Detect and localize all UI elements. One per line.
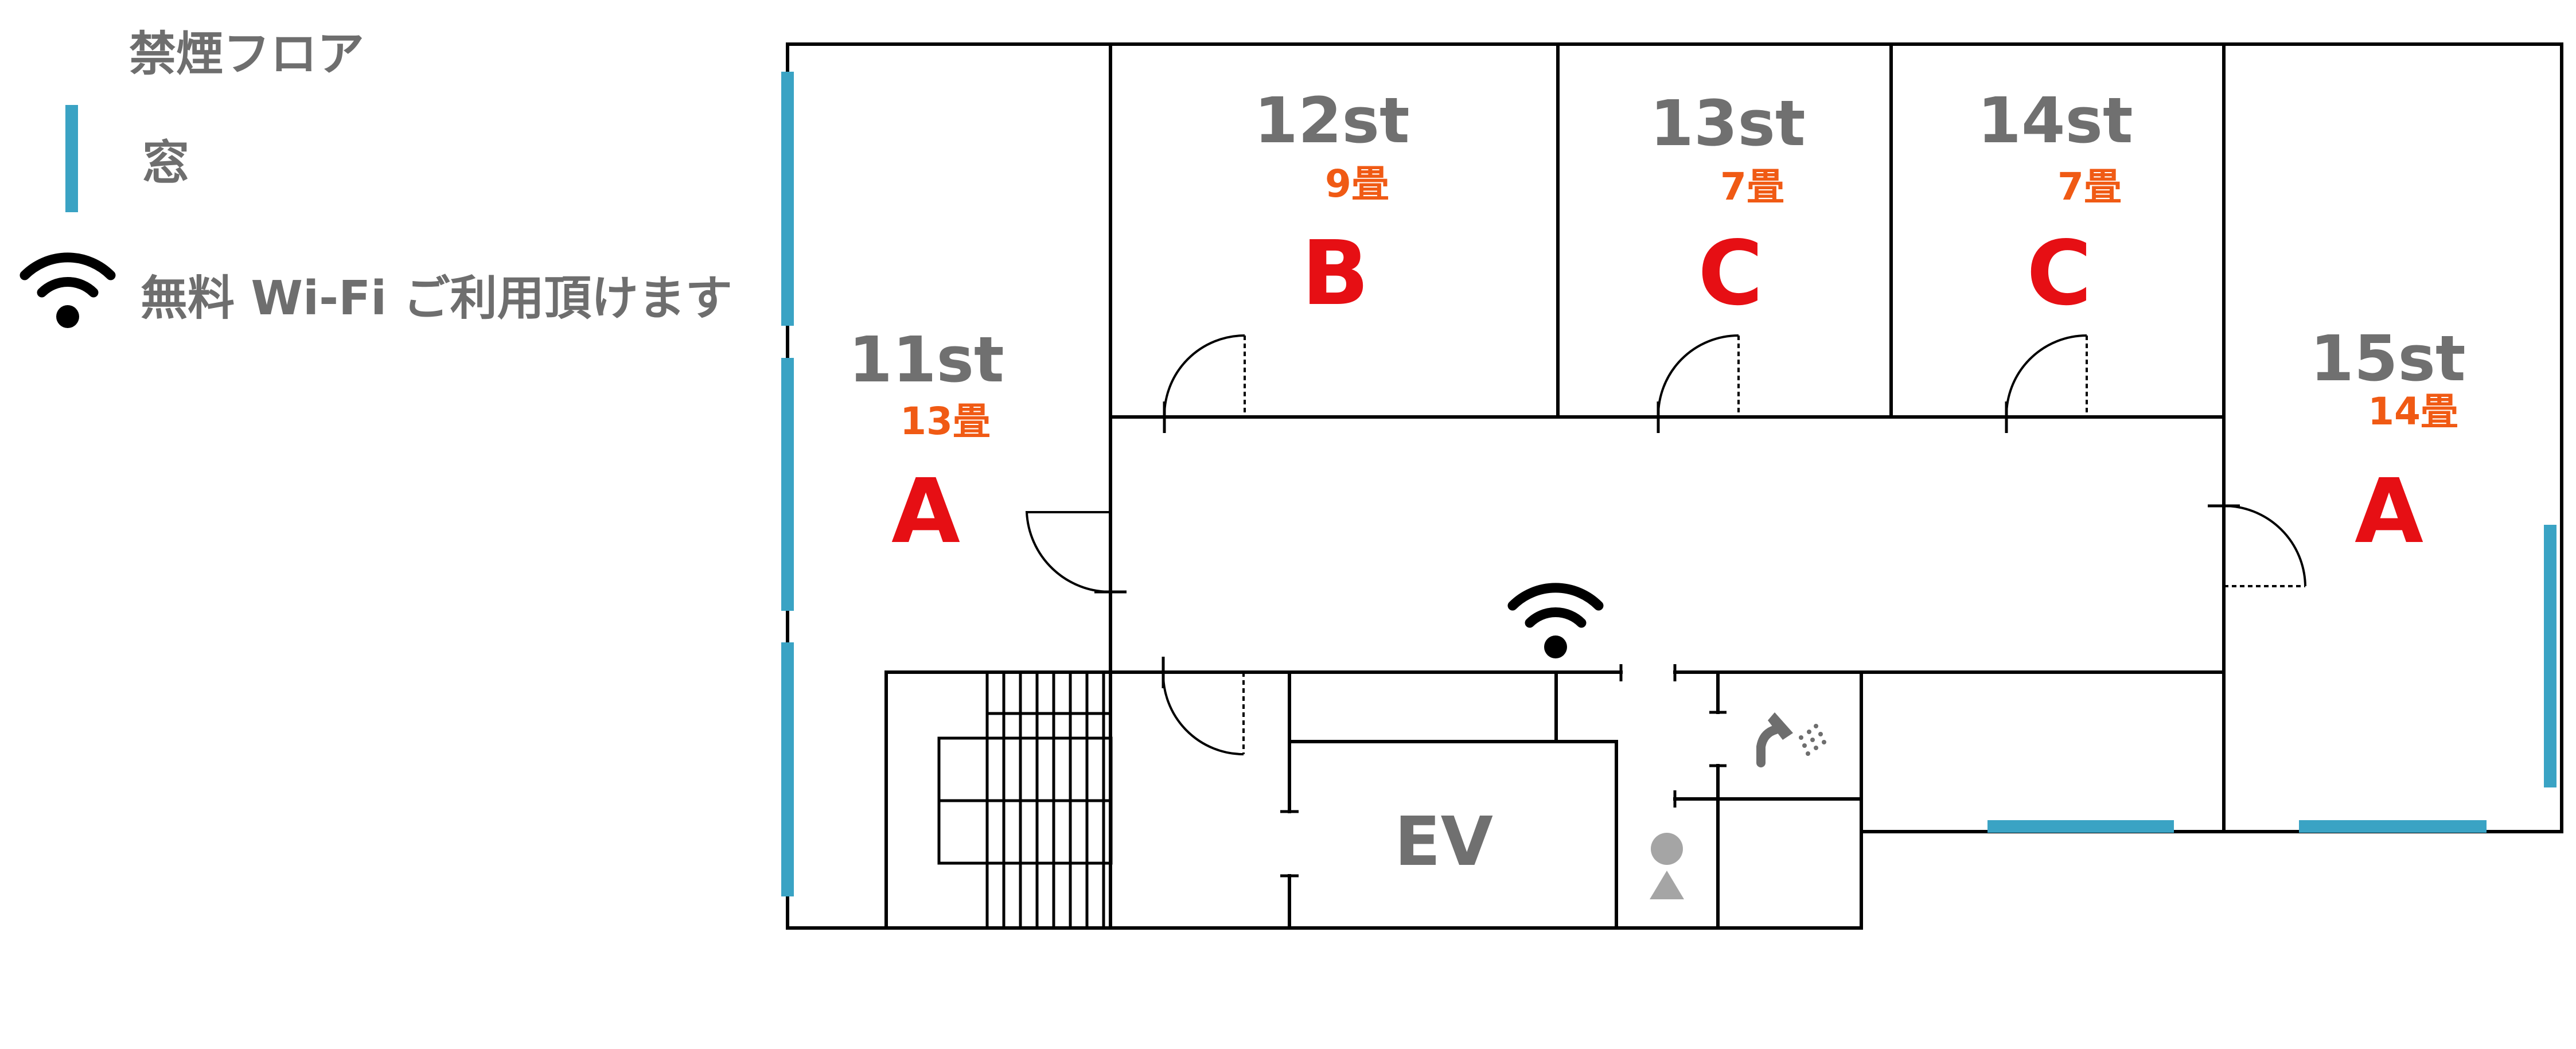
room-14-type: C: [2026, 221, 2092, 325]
shower-icon: [1756, 712, 1826, 767]
wifi-icon: [1507, 583, 1604, 658]
room-12-name: 12st: [1254, 84, 1409, 157]
wifi-icon: [20, 252, 116, 328]
wifi-legend-label: 無料 Wi-Fi ご利用頂けます: [141, 271, 732, 326]
room-11-type: A: [891, 459, 960, 563]
room-15-type: A: [2355, 459, 2423, 563]
window-legend-label: 窓: [142, 136, 189, 190]
elevator-label: EV: [1394, 802, 1493, 881]
restroom-icon: [1650, 833, 1684, 899]
room-12-type: B: [1301, 221, 1369, 325]
room-11: 11st 13畳 A: [848, 323, 1004, 563]
room-14-name: 14st: [1977, 84, 2133, 157]
room-13-type: C: [1698, 221, 1763, 325]
doors: [1025, 334, 2306, 755]
stairs-icon: [937, 672, 1113, 928]
windows: [781, 72, 2556, 896]
room-14: 14st 7畳 C: [1977, 84, 2133, 325]
room-15-name: 15st: [2310, 322, 2465, 395]
room-13-size: 7畳: [1720, 165, 1784, 209]
room-12-size: 9畳: [1325, 162, 1389, 206]
room-15: 15st 14畳 A: [2310, 322, 2465, 563]
walls: [786, 42, 2563, 930]
room-11-size: 13畳: [900, 399, 991, 443]
room-11-name: 11st: [848, 323, 1004, 396]
room-13-name: 13st: [1650, 87, 1805, 160]
room-15-size: 14畳: [2368, 389, 2458, 434]
room-13: 13st 7畳 C: [1650, 87, 1805, 325]
room-12: 12st 9畳 B: [1254, 84, 1409, 325]
non-smoking-label: 禁煙フロア: [129, 27, 364, 81]
room-14-size: 7畳: [2057, 165, 2122, 209]
